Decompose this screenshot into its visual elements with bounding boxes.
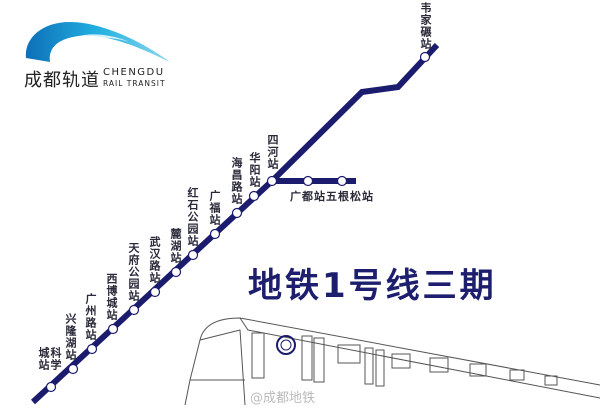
station-marker <box>67 363 79 375</box>
station-label: 兴隆湖站 <box>64 313 77 361</box>
train-illustration <box>184 317 600 406</box>
station-label: 四河站 <box>266 134 279 170</box>
station-marker <box>45 381 57 393</box>
logo-name-cn: 成都轨道 <box>24 70 100 91</box>
station-label: 广州路站 <box>84 293 97 341</box>
station-marker <box>231 207 243 219</box>
station-marker <box>170 266 182 278</box>
station-marker <box>302 175 314 187</box>
station-label: 麓湖站 <box>169 228 182 264</box>
station-marker <box>336 175 348 187</box>
watermark: @成都地铁 <box>250 391 316 406</box>
station-label: 红石公园站 <box>186 187 199 247</box>
station-marker <box>107 323 119 335</box>
station-label: 武汉路站 <box>148 236 161 284</box>
station-marker <box>128 304 140 316</box>
station-marker <box>187 249 199 261</box>
station-label: 韦家碾站 <box>419 2 432 50</box>
logo-subtitle-en: RAIL TRANSIT <box>103 79 166 88</box>
station-label: 海昌路站 <box>230 157 243 205</box>
map-title: 地铁1号线三期 <box>248 266 497 306</box>
station-label: 科学城站 <box>37 347 62 371</box>
station-marker <box>419 51 431 63</box>
logo-swoosh-icon <box>25 22 170 62</box>
station-label: 西博城站 <box>105 273 118 321</box>
station-label: 五根松站 <box>326 190 374 203</box>
station-label: 广都站 <box>290 190 326 203</box>
station-label: 华阳站 <box>248 152 261 188</box>
station-marker <box>149 286 161 298</box>
station-marker <box>86 343 98 355</box>
station-marker <box>209 228 221 240</box>
station-label: 广福站 <box>208 190 221 226</box>
station-marker <box>266 175 278 187</box>
logo-name-en: CHENGDU <box>103 67 165 78</box>
station-marker <box>248 190 260 202</box>
station-label: 天府公园站 <box>127 242 140 302</box>
